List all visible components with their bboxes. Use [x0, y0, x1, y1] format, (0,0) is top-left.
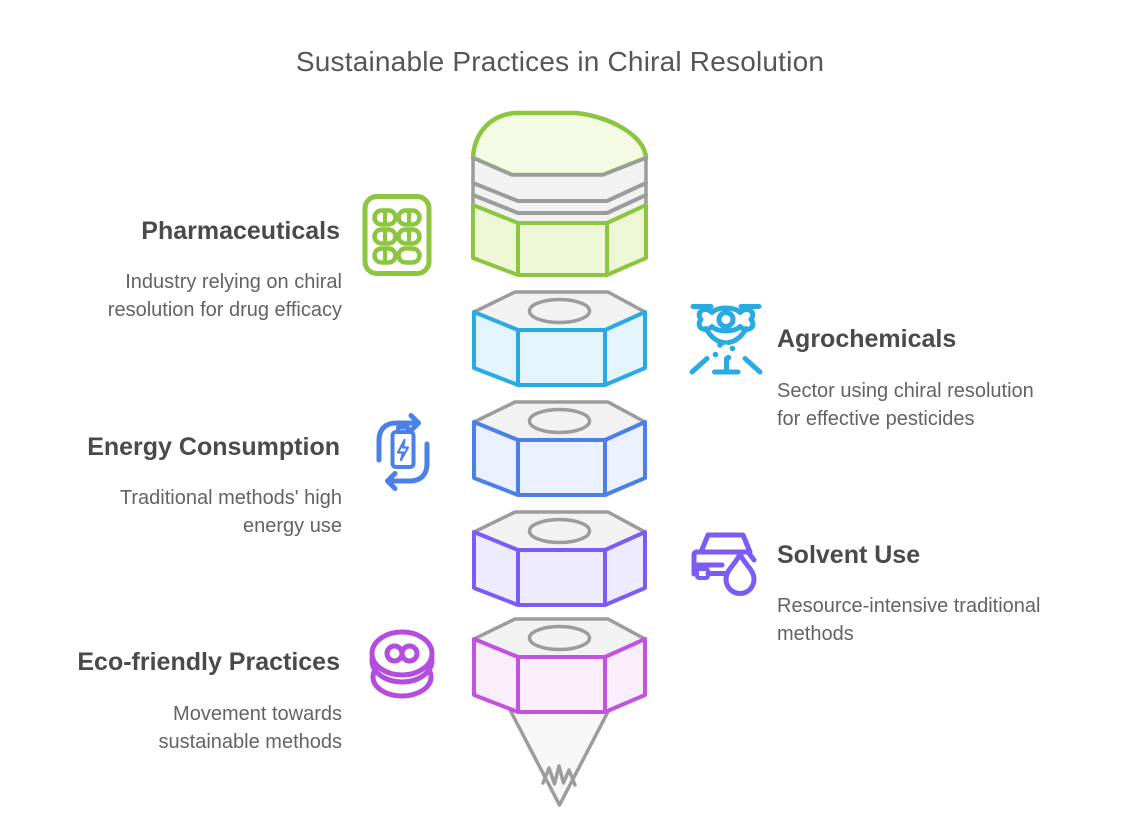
funnel-layer-pharmaceuticals — [470, 110, 649, 277]
funnel-layer-energy-consumption — [472, 400, 647, 497]
pill-blister-icon — [362, 194, 432, 276]
energy-consumption-description: Traditional methods' high energy use — [119, 487, 342, 537]
solvent-use-description: Resource-intensive traditional methods — [777, 595, 1041, 645]
solvent-use-heading: Solvent Use — [777, 541, 921, 569]
agrochemicals-heading: Agrochemicals — [777, 325, 957, 353]
battery-recycle-icon — [376, 413, 430, 491]
energy-consumption-heading: Energy Consumption — [87, 433, 340, 461]
funnel-layer-eco-friendly — [472, 617, 647, 714]
funnel-diagram — [470, 110, 649, 807]
pharmaceuticals-description: Industry relying on chiral resolution fo… — [107, 271, 342, 321]
agrochemicals-description: Sector using chiral resolution for effec… — [777, 380, 1034, 430]
funnel-layer-agrochemicals — [472, 290, 647, 387]
eco-friendly-description: Movement towards sustainable methods — [158, 703, 342, 753]
pharmaceuticals-heading: Pharmaceuticals — [141, 217, 340, 245]
drone-sprayer-icon — [689, 304, 763, 375]
funnel-layer-solvent-use — [472, 510, 647, 607]
coins-icon — [369, 629, 435, 699]
eco-friendly-heading: Eco-friendly Practices — [77, 648, 340, 676]
car-droplet-icon — [691, 532, 757, 596]
page-title: Sustainable Practices in Chiral Resoluti… — [295, 46, 825, 77]
